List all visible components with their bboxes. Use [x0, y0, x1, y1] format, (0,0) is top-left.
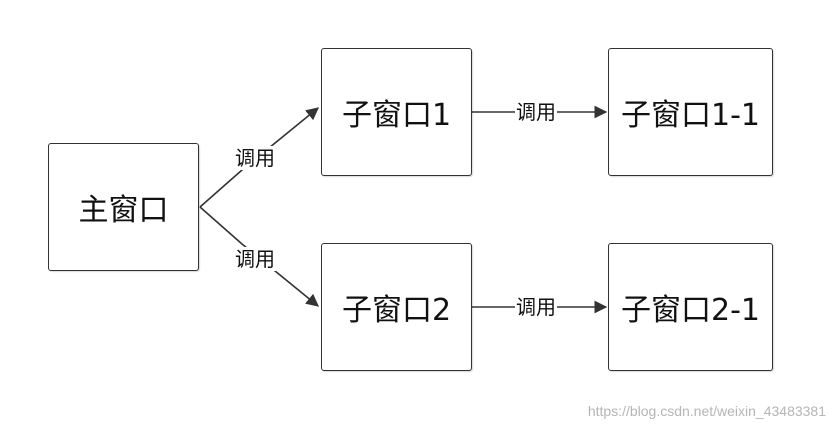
- node-main-window-label: 主窗口: [78, 193, 169, 228]
- node-child-window-2-1[interactable]: 子窗口2-1: [608, 243, 773, 371]
- edge-label-main-to-child1: 调用: [234, 146, 276, 170]
- edge-main-to-child2: [199, 206, 319, 307]
- node-main-window[interactable]: 主窗口: [48, 143, 199, 271]
- node-child-window-2-label: 子窗口2: [341, 293, 452, 328]
- node-child-window-2[interactable]: 子窗口2: [321, 243, 472, 371]
- edge-label-main-to-child2: 调用: [234, 247, 276, 271]
- edge-main-to-child1: [199, 107, 319, 208]
- edge-label-child2-to-child2-1: 调用: [515, 295, 557, 319]
- node-child-window-1-1-label: 子窗口1-1: [621, 98, 760, 133]
- node-child-window-1-label: 子窗口1: [341, 98, 452, 133]
- node-child-window-1-1[interactable]: 子窗口1-1: [608, 48, 773, 176]
- node-child-window-2-1-label: 子窗口2-1: [621, 293, 760, 328]
- node-child-window-1[interactable]: 子窗口1: [321, 48, 472, 176]
- watermark-text: https://blog.csdn.net/weixin_43483381: [587, 403, 826, 419]
- edge-label-child1-to-child1-1: 调用: [515, 100, 557, 124]
